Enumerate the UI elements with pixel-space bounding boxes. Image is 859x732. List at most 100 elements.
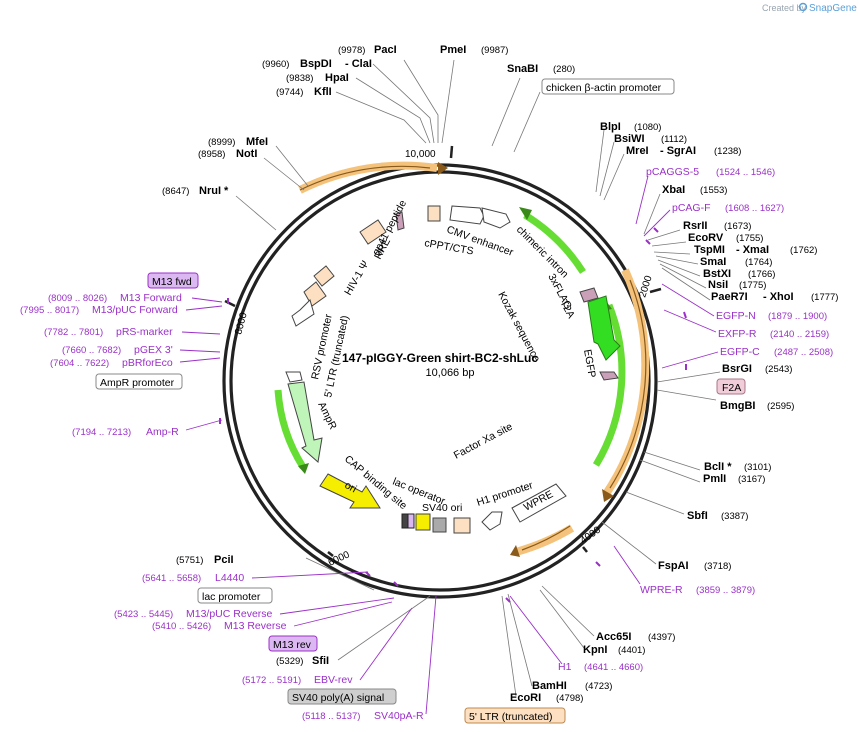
site-pos-snabi: (280) — [553, 64, 575, 75]
site-pmei: PmeI — [440, 44, 466, 56]
site-pos-bspdi: (9960) — [262, 59, 289, 70]
primer-exfpr: EXFP-R — [718, 328, 757, 340]
label-m13-fwd: M13 fwd — [152, 276, 192, 288]
primer-pbrforeco: pBRforEco — [122, 357, 173, 369]
feature-t2a: T2A — [557, 298, 577, 321]
site-pos-sfii: (5329) — [276, 656, 303, 667]
site-acc65i: Acc65I — [596, 631, 631, 643]
site-pos-xmai: (1762) — [790, 245, 817, 256]
site-mfei: MfeI — [246, 136, 268, 148]
primer-pos-pgex3: (7660 .. 7682) — [62, 345, 121, 356]
site-nsii: NsiI — [708, 279, 728, 291]
primer-pcagf: pCAG-F — [672, 202, 711, 214]
primer-pos-sv40par: (5118 .. 5137) — [302, 711, 360, 722]
scale-ticks — [224, 145, 662, 557]
site-bamhi: BamHI — [532, 680, 567, 692]
primer-pos-egfpc: (2487 .. 2508) — [774, 347, 833, 358]
site-leader-lines — [235, 59, 721, 697]
site-nrui: NruI * — [199, 185, 229, 197]
snapgene-logo-icon — [798, 2, 808, 12]
site-rsrii: RsrII — [683, 220, 707, 232]
primer-m13pucr: M13/pUC Reverse — [186, 608, 273, 620]
label-ampr-promoter: AmpR promoter — [100, 377, 175, 389]
site-snabi: SnaBI — [507, 63, 538, 75]
site-ecori: EcoRI — [510, 692, 541, 704]
site-tspmi: TspMI — [694, 244, 725, 256]
primer-pos-wprer: (3859 .. 3879) — [696, 585, 755, 596]
plasmid-name: 147-pIGGY-Green shirt-BC2-shLuc — [342, 351, 538, 365]
site-pos-fspai: (3718) — [704, 561, 731, 572]
primer-egfpc: EGFP-C — [720, 346, 760, 358]
primer-pos-m13pucf: (7995 .. 8017) — [20, 305, 79, 316]
site-mrei: MreI — [626, 145, 649, 157]
site-pos-bsiwi: (1112) — [661, 134, 687, 145]
primer-pgex3: pGEX 3' — [134, 344, 173, 356]
label-f2a: F2A — [722, 382, 741, 394]
orange-arrows — [298, 161, 650, 557]
primer-leader-lines — [179, 175, 719, 715]
feature-chimeric-intron: chimeric intron — [514, 224, 571, 281]
site-clai: - ClaI — [345, 58, 372, 70]
primer-pos-ebvrev: (5172 .. 5191) — [242, 675, 301, 686]
site-pos-sgrai: (1238) — [714, 146, 741, 157]
site-bmgbi: BmgBI — [720, 400, 755, 412]
primer-marks — [219, 227, 687, 603]
label-5ltr-truncated: 5' LTR (truncated) — [469, 711, 553, 723]
site-pos-kfli: (9744) — [276, 87, 303, 98]
site-bspdi: BspDI — [300, 58, 332, 70]
primer-pos-pbrforeco: (7604 .. 7622) — [50, 358, 109, 369]
site-xbai: XbaI — [662, 184, 685, 196]
site-ecorv: EcoRV — [688, 232, 724, 244]
feature-factor-xa-site: Factor Xa site — [452, 421, 515, 462]
site-pos-nsii: (1775) — [739, 280, 766, 291]
site-pos-bstxi: (1766) — [748, 269, 775, 280]
site-pos-pcii: (5751) — [176, 555, 203, 566]
tick-label-10000: 10,000 — [405, 149, 436, 160]
site-pos-bmgbi: (2595) — [767, 401, 794, 412]
primer-pos-m13pucr: (5423 .. 5445) — [114, 609, 173, 620]
snapgene-brand: SnapGene — [809, 3, 857, 14]
label-m13-rev: M13 rev — [273, 639, 312, 651]
site-paci: PacI — [374, 44, 397, 56]
site-pos-hpai: (9838) — [286, 73, 313, 84]
primer-pos-h1: (4641 .. 4660) — [584, 662, 643, 673]
site-pos-pmli: (3167) — [738, 474, 765, 485]
primer-pos-l4440: (5641 .. 5658) — [142, 573, 201, 584]
site-fspai: FspAI — [658, 560, 689, 572]
feature-ampr: AmpR — [315, 400, 339, 432]
site-pos-nrui: (8647) — [162, 186, 189, 197]
feature-shapes — [285, 205, 621, 534]
primer-sv40par: SV40pA-R — [374, 710, 424, 722]
site-xmai: - XmaI — [736, 244, 769, 256]
site-xhoi: - XhoI — [763, 291, 794, 303]
site-pos-pmei: (9987) — [481, 45, 508, 56]
site-smai: SmaI — [700, 256, 726, 268]
site-noti: NotI — [236, 148, 257, 160]
site-sbfi: SbfI — [687, 510, 708, 522]
site-sgrai: - SgrAI — [660, 145, 696, 157]
primer-m13f: M13 Forward — [120, 292, 182, 304]
site-pos-sbfi: (3387) — [721, 511, 748, 522]
site-pos-xhoi: (1777) — [811, 292, 838, 303]
boxed-labels: chicken β-actin promoter F2A M13 fwd Amp… — [95, 78, 746, 724]
site-bstxi: BstXI — [703, 268, 731, 280]
primer-pos-m13f: (8009 .. 8026) — [48, 293, 107, 304]
site-pos-xbai: (1553) — [700, 185, 727, 196]
site-blpi: BlpI — [600, 121, 621, 133]
plasmid-length: 10,066 bp — [426, 367, 475, 379]
site-pos-smai: (1764) — [745, 257, 772, 268]
primer-egfpn: EGFP-N — [716, 310, 756, 322]
site-pos-acc65i: (4397) — [648, 632, 675, 643]
feature-hiv1-psi: HIV-1 Ψ — [342, 258, 371, 297]
primer-pcaggs5: pCAGGS-5 — [646, 166, 699, 178]
primer-labels: pCAGGS-5 (1524 .. 1546) pCAG-F (1608 .. … — [20, 166, 833, 722]
primer-pos-pcagf: (1608 .. 1627) — [725, 203, 784, 214]
label-lac-promoter: lac promoter — [202, 591, 261, 603]
site-bcli: BclI * — [704, 461, 732, 473]
primer-m13pucf: M13/pUC Forward — [92, 304, 178, 316]
primer-ampr: Amp-R — [146, 426, 179, 438]
green-arrows — [274, 207, 626, 474]
primer-l4440: L4440 — [215, 572, 244, 584]
site-sfii: SfiI — [312, 655, 329, 667]
